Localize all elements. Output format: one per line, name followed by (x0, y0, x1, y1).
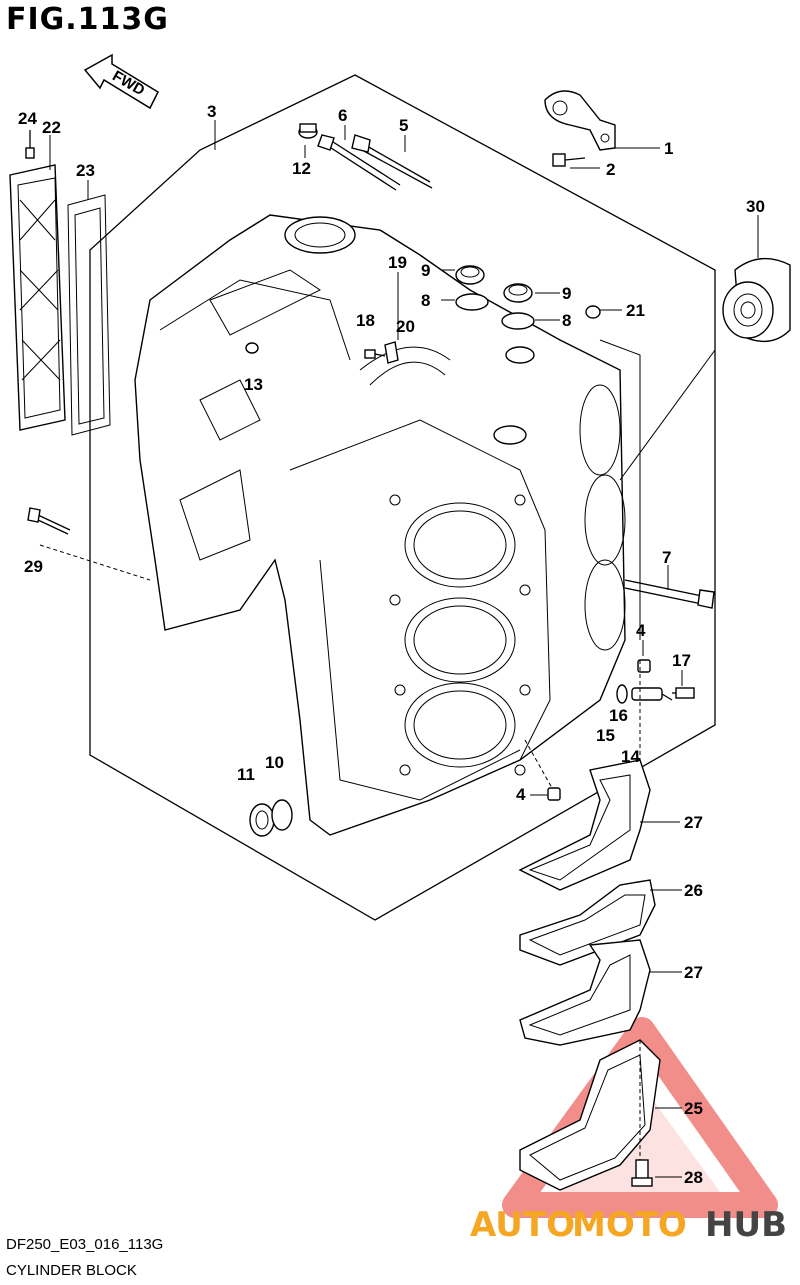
callout-21: 21 (626, 301, 645, 320)
callout-5: 5 (399, 116, 408, 135)
figure-title: FIG.113G (6, 2, 169, 37)
callout-30: 30 (746, 197, 765, 216)
callout-labels: 1 2 3 4 4 5 6 7 8 8 9 9 10 11 12 13 14 1… (18, 102, 765, 1187)
o-ring-10 (271, 799, 293, 831)
fwd-arrow-icon: FWD (83, 53, 159, 110)
callout-19: 19 (388, 253, 407, 272)
o-ring-16 (616, 684, 628, 704)
callout-24: 24 (18, 109, 37, 128)
callout-27-lower: 27 (684, 963, 703, 982)
plate-25 (519, 1039, 661, 1191)
screw-18 (364, 349, 386, 359)
bolt-6 (317, 134, 401, 191)
bolt-7 (624, 579, 715, 609)
bolt-17 (672, 687, 695, 699)
figure-name: CYLINDER BLOCK (6, 1262, 137, 1279)
watermark-logo: AUTO MOTO HUB (470, 1205, 787, 1245)
plug-9-right (503, 283, 533, 303)
plug-9-left (455, 265, 485, 285)
side-cover-plate (9, 164, 66, 431)
callout-4-lower: 4 (516, 785, 526, 804)
callout-7: 7 (662, 548, 671, 567)
clip-20 (384, 341, 399, 364)
callout-28: 28 (684, 1168, 703, 1187)
callout-27-upper: 27 (684, 813, 703, 832)
bolt-24 (25, 130, 35, 159)
callout-13: 13 (244, 375, 263, 394)
oil-filter-30 (722, 257, 791, 343)
callout-8-right: 8 (562, 311, 571, 330)
callout-4-upper: 4 (636, 621, 646, 640)
o-ring-8-right (501, 312, 535, 330)
callout-23: 23 (76, 161, 95, 180)
callout-11: 11 (237, 765, 255, 784)
callout-25: 25 (684, 1099, 703, 1118)
gasket-27-lower (519, 939, 651, 1046)
callout-20: 20 (396, 317, 415, 336)
callout-26: 26 (684, 881, 703, 900)
callout-22: 22 (42, 118, 61, 137)
dowel-4-lower (524, 739, 561, 801)
callout-10: 10 (265, 753, 284, 772)
gasket-26 (519, 879, 656, 966)
bolt-2 (552, 153, 586, 167)
callout-9-left: 9 (421, 261, 430, 280)
figure-code: DF250_E03_016_113G (6, 1236, 164, 1253)
o-ring-8-left (455, 293, 489, 311)
callout-3: 3 (207, 102, 216, 121)
callout-29: 29 (24, 557, 43, 576)
callout-2: 2 (606, 160, 615, 179)
callout-18: 18 (356, 311, 375, 330)
cylinder-block (134, 214, 641, 836)
callout-16: 16 (609, 706, 628, 725)
plug-21 (585, 305, 601, 319)
bolt-29 (27, 507, 71, 535)
callout-1: 1 (664, 139, 673, 158)
watermark-part-hub: HUB (705, 1205, 787, 1245)
sensor-15 (631, 687, 673, 701)
side-gasket (67, 194, 111, 436)
plug-12 (298, 123, 318, 139)
assembly-outline (89, 74, 716, 921)
dowel-13 (245, 342, 259, 354)
plug-11 (249, 803, 275, 837)
leader-lines (39, 120, 759, 1178)
dowel-4-upper (637, 659, 651, 673)
callout-9-right: 9 (562, 284, 571, 303)
callout-12: 12 (292, 159, 311, 178)
bolt-5 (351, 134, 433, 189)
bracket-1 (544, 90, 616, 151)
callout-17: 17 (672, 651, 691, 670)
callout-6: 6 (338, 106, 347, 125)
callout-8-left: 8 (421, 291, 430, 310)
watermark-part-moto: MOTO (572, 1205, 687, 1245)
gasket-27-upper (518, 759, 651, 891)
watermark-part-auto: AUTO (470, 1205, 575, 1245)
bolt-28 (631, 1159, 653, 1187)
callout-15: 15 (596, 726, 615, 745)
callout-14: 14 (621, 747, 640, 766)
